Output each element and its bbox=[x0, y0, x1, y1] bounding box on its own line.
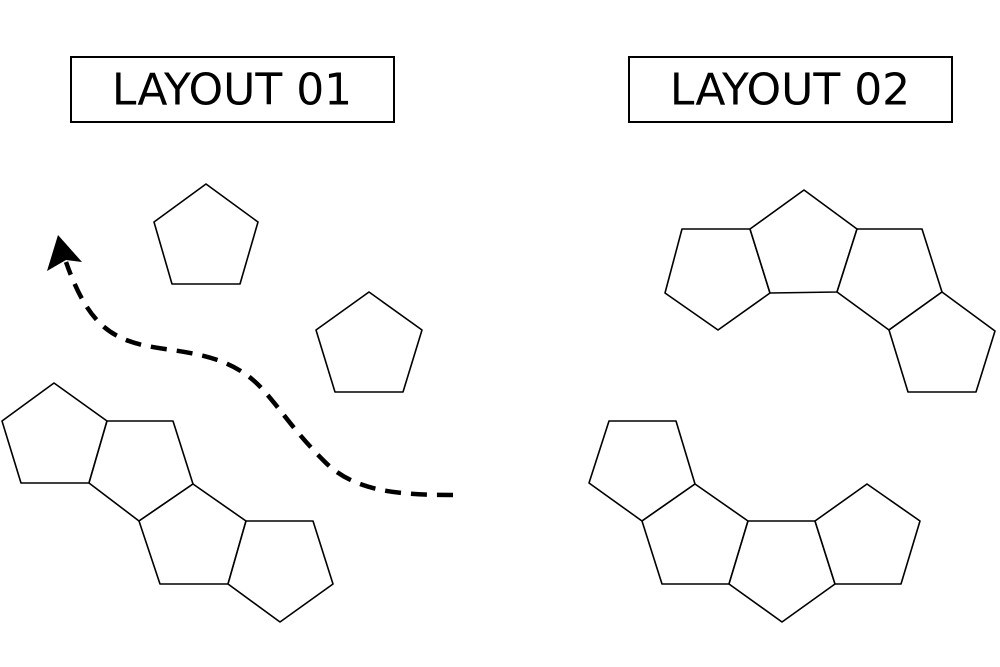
layout-01-title: LAYOUT 01 bbox=[112, 65, 352, 116]
layout-01-chain-pentagon-1 bbox=[1, 382, 108, 484]
layout-02-upper-arch bbox=[664, 189, 996, 393]
layout-01-chain-pentagon-3 bbox=[138, 483, 247, 585]
layout-02-panel: LAYOUT 02 bbox=[588, 56, 996, 623]
layout-02-upper-pentagon-2 bbox=[749, 189, 858, 294]
layout-01-title-box bbox=[70, 56, 395, 123]
layout-02-lower-pentagon-3 bbox=[728, 520, 836, 623]
layout-01-chain-pentagon-4 bbox=[227, 520, 334, 623]
layout-01-loose-pentagon-top bbox=[153, 183, 259, 285]
layout-01-loose-pentagon-middle bbox=[315, 291, 423, 393]
layout-01-pentagon-chain bbox=[1, 382, 334, 623]
layout-02-upper-pentagon-1 bbox=[664, 228, 771, 331]
layout-02-title-box bbox=[628, 56, 953, 123]
layout-02-lower-arch bbox=[588, 420, 921, 623]
layout-02-lower-pentagon-2 bbox=[641, 483, 749, 585]
layout-01-panel: LAYOUT 01 bbox=[1, 56, 454, 623]
layout-02-title: LAYOUT 02 bbox=[670, 65, 910, 116]
arrow-head-icon bbox=[47, 235, 82, 271]
movement-arrow bbox=[47, 235, 454, 498]
layout-02-lower-pentagon-4 bbox=[814, 483, 921, 585]
layout-02-upper-pentagon-4 bbox=[888, 291, 996, 393]
